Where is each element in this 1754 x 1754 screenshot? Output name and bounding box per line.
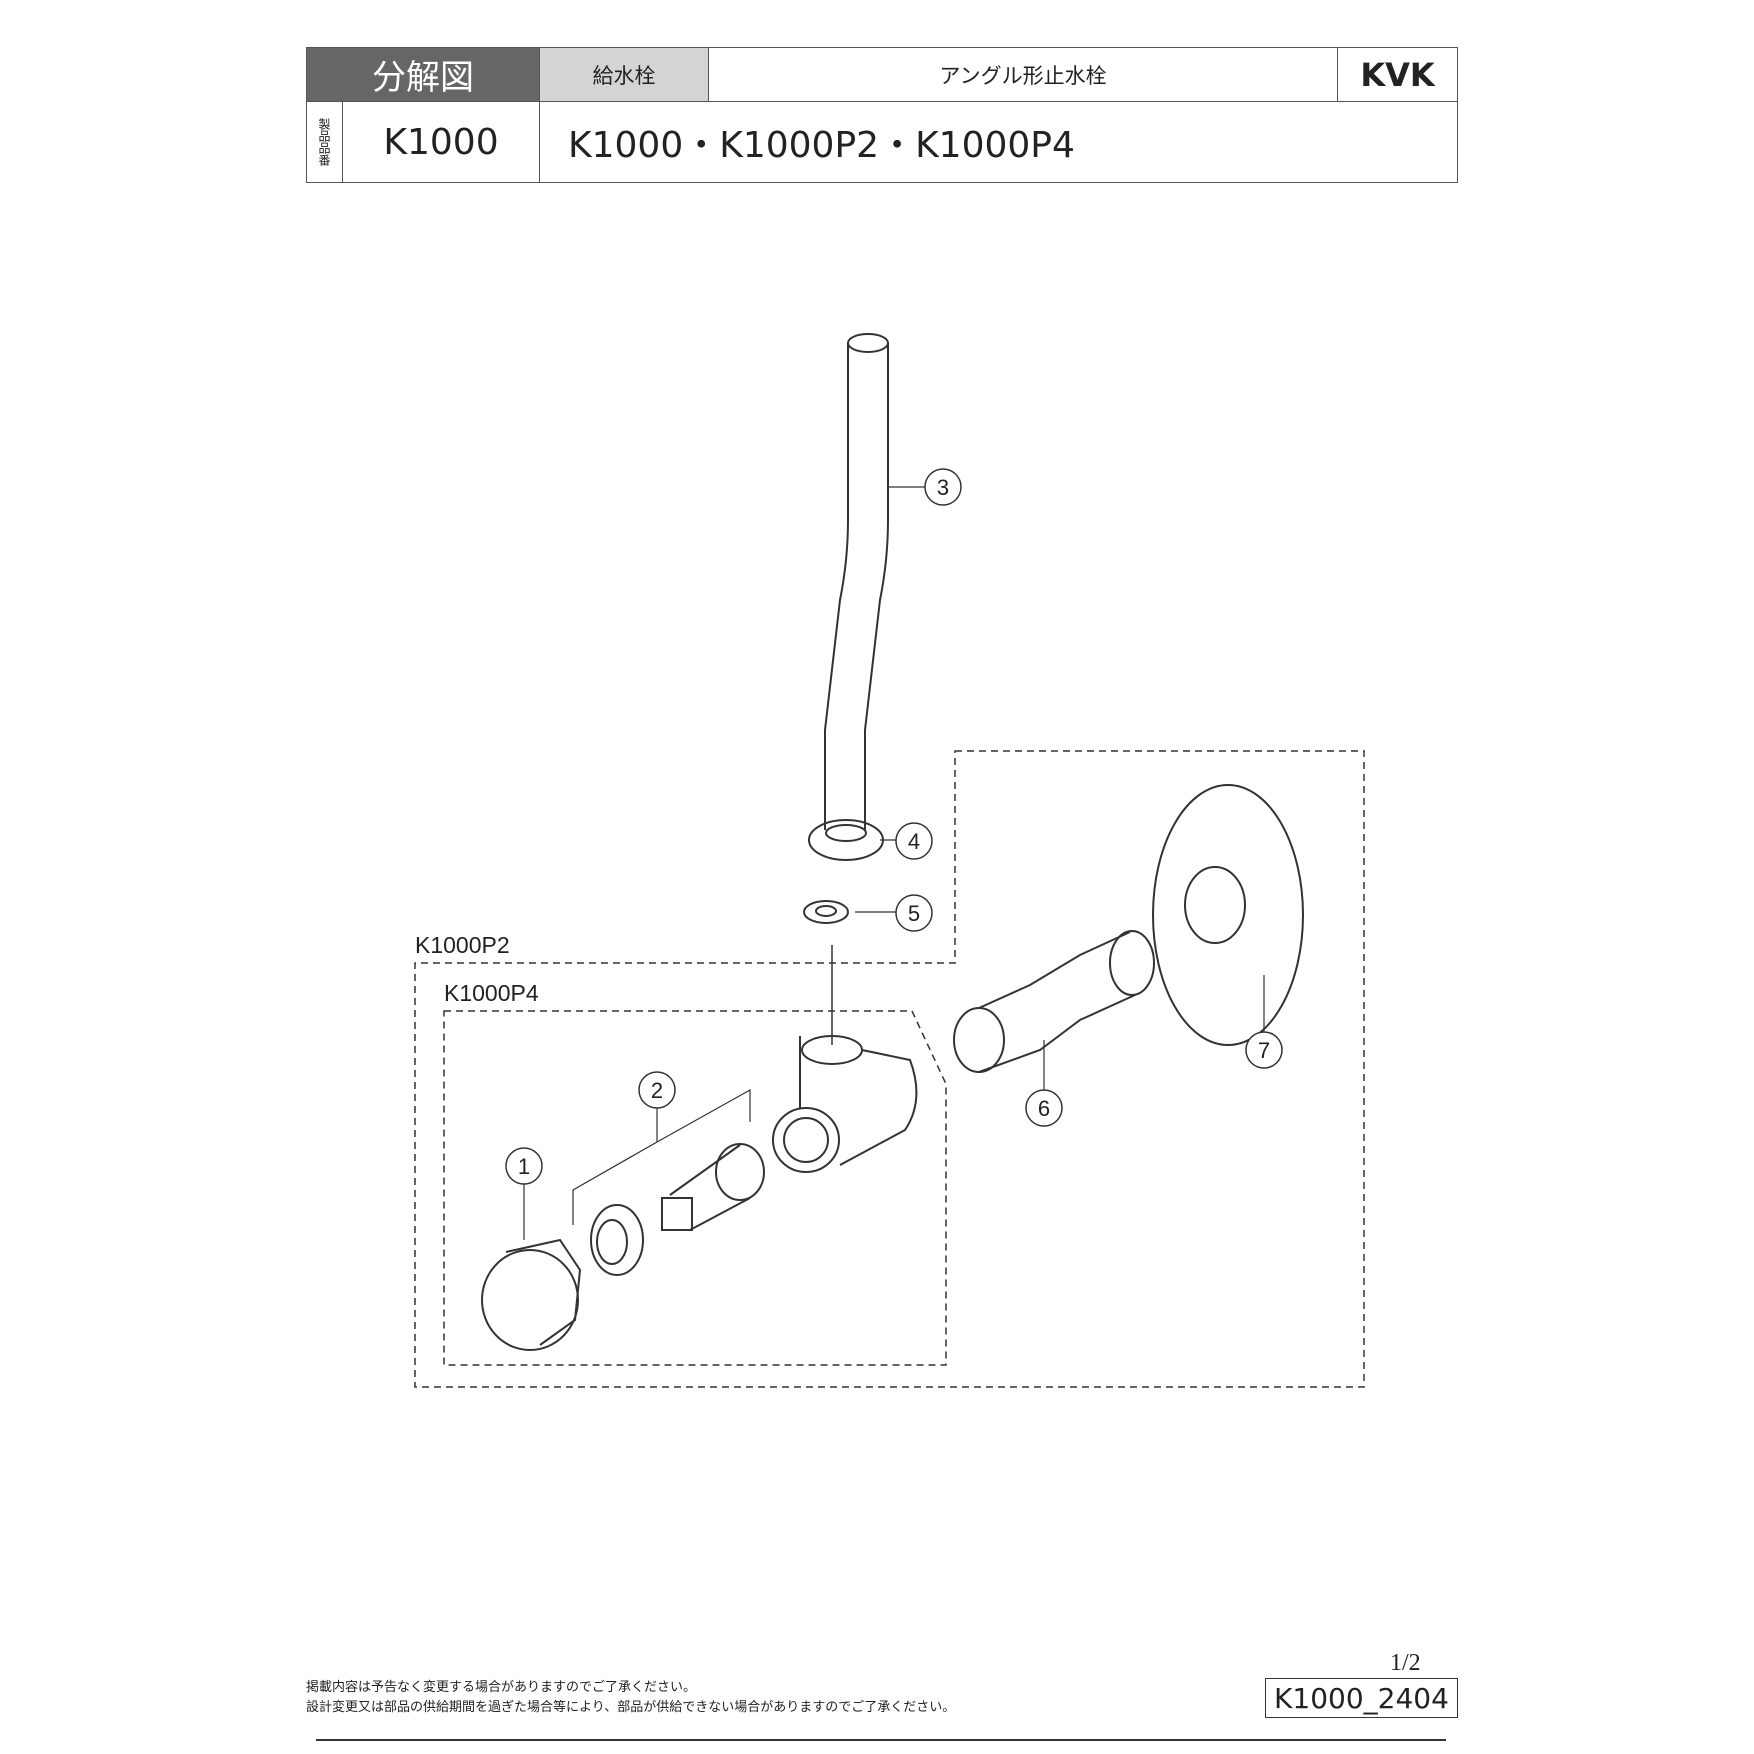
document-id: K1000_2404 (1265, 1678, 1458, 1718)
group-label-p2: K1000P2 (415, 932, 510, 958)
callout-1: 1 (518, 1154, 530, 1179)
pipe-part-3 (824, 333, 889, 830)
page-number: 1/2 (1390, 1650, 1421, 1676)
leader-lines (523, 486, 1265, 1240)
callouts (505, 468, 1283, 1185)
group-label-p4: K1000P4 (444, 980, 539, 1006)
nipple-part-6 (953, 930, 1155, 1073)
nut-part-4 (808, 819, 884, 861)
page-title: 分解図 (307, 48, 539, 101)
callout-6: 6 (1038, 1096, 1050, 1121)
category-label: 給水栓 (539, 48, 708, 101)
model-list: K1000・K1000P2・K1000P4 (539, 101, 1457, 182)
title-block: 分解図 給水栓 アングル形止水栓 KVK 製品品番 K1000 K1000・K1… (306, 47, 1458, 183)
callout-2: 2 (651, 1078, 663, 1103)
washer-part-5 (803, 900, 849, 924)
handle-part-1 (481, 1238, 582, 1351)
callout-3: 3 (937, 475, 949, 500)
callout-5: 5 (908, 901, 920, 926)
escutcheon-part-7 (1152, 784, 1304, 1046)
callout-4: 4 (908, 829, 920, 854)
footer-rule (316, 1739, 1446, 1741)
notice-1: 掲載内容は予告なく変更する場合がありますのでご了承ください。 (306, 1680, 697, 1695)
spindle-part-2 (590, 1143, 765, 1276)
notice-2: 設計変更又は部品の供給期間を過ぎた場合等により、部品が供給できない場合があります… (306, 1700, 956, 1715)
brand-logo: KVK (1337, 48, 1457, 101)
group-box-p2 (414, 750, 1365, 1388)
product-type: アングル形止水栓 (708, 48, 1337, 101)
callout-7: 7 (1258, 1038, 1270, 1063)
tee-body (772, 1035, 918, 1173)
part-no: K1000 (343, 101, 539, 182)
group-box-p4 (443, 1010, 947, 1366)
part-no-label: 製品品番 (307, 101, 343, 182)
